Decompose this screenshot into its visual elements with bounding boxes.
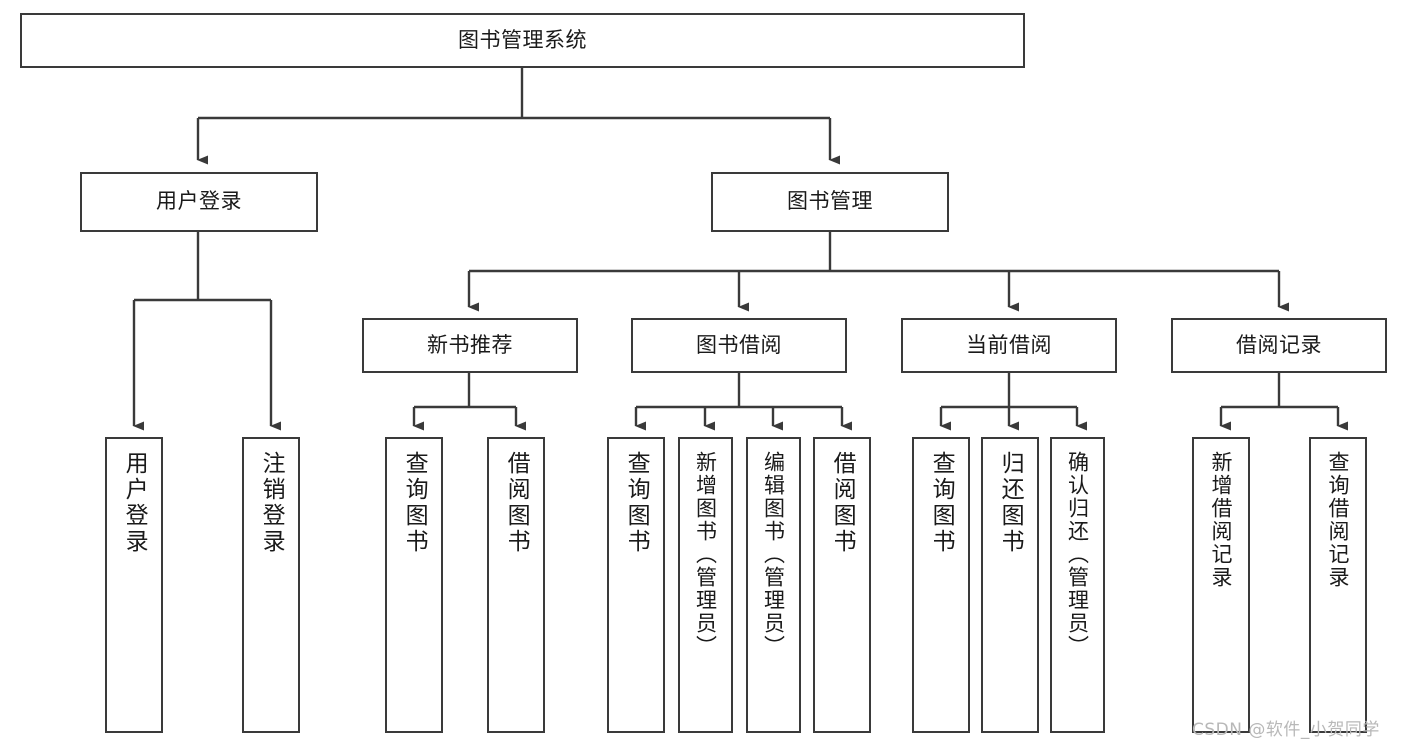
node-leaf-user-logout-label: 注销登录 bbox=[258, 451, 285, 555]
node-user-login[interactable]: 用户登录 bbox=[80, 172, 318, 232]
node-leaf-borrow-add[interactable]: 新增图书（管理员） bbox=[678, 437, 733, 733]
node-new-book-rec[interactable]: 新书推荐 bbox=[362, 318, 578, 373]
node-leaf-borrow-query[interactable]: 查询图书 bbox=[607, 437, 665, 733]
node-user-login-label: 用户登录 bbox=[156, 189, 242, 214]
node-leaf-user-login-label: 用户登录 bbox=[121, 451, 148, 555]
node-book-borrow-label: 图书借阅 bbox=[696, 332, 782, 357]
node-leaf-rec-add-label: 新增借阅记录 bbox=[1209, 451, 1234, 589]
node-book-manage[interactable]: 图书管理 bbox=[711, 172, 949, 232]
node-leaf-cur-confirm-label: 确认归还（管理员） bbox=[1065, 451, 1090, 658]
node-book-manage-label: 图书管理 bbox=[787, 189, 873, 214]
node-leaf-rec-query-label: 查询图书 bbox=[401, 451, 428, 555]
node-current-borrow-label: 当前借阅 bbox=[966, 332, 1052, 357]
node-leaf-rec-borrow[interactable]: 借阅图书 bbox=[487, 437, 545, 733]
node-leaf-rec-query-record[interactable]: 查询借阅记录 bbox=[1309, 437, 1367, 733]
node-borrow-record[interactable]: 借阅记录 bbox=[1171, 318, 1387, 373]
node-borrow-record-label: 借阅记录 bbox=[1236, 332, 1322, 357]
node-leaf-rec-query[interactable]: 查询图书 bbox=[385, 437, 443, 733]
node-leaf-cur-query[interactable]: 查询图书 bbox=[912, 437, 970, 733]
node-leaf-user-login[interactable]: 用户登录 bbox=[105, 437, 163, 733]
node-root[interactable]: 图书管理系统 bbox=[20, 13, 1025, 68]
node-leaf-borrow-lend[interactable]: 借阅图书 bbox=[813, 437, 871, 733]
node-leaf-cur-return-label: 归还图书 bbox=[997, 451, 1024, 555]
node-current-borrow[interactable]: 当前借阅 bbox=[901, 318, 1117, 373]
node-leaf-borrow-lend-label: 借阅图书 bbox=[829, 451, 856, 555]
node-leaf-borrow-query-label: 查询图书 bbox=[623, 451, 650, 555]
node-new-book-rec-label: 新书推荐 bbox=[427, 332, 513, 357]
node-leaf-borrow-add-label: 新增图书（管理员） bbox=[693, 451, 718, 658]
node-leaf-borrow-edit[interactable]: 编辑图书（管理员） bbox=[746, 437, 801, 733]
csdn-watermark: CSDN @软件_小贺同学 bbox=[1192, 720, 1380, 740]
node-root-label: 图书管理系统 bbox=[458, 27, 587, 52]
node-leaf-borrow-edit-label: 编辑图书（管理员） bbox=[761, 451, 786, 658]
node-leaf-cur-query-label: 查询图书 bbox=[928, 451, 955, 555]
node-leaf-user-logout[interactable]: 注销登录 bbox=[242, 437, 300, 733]
node-leaf-rec-query-record-label: 查询借阅记录 bbox=[1326, 451, 1351, 589]
node-leaf-cur-confirm[interactable]: 确认归还（管理员） bbox=[1050, 437, 1105, 733]
node-leaf-rec-borrow-label: 借阅图书 bbox=[503, 451, 530, 555]
node-leaf-cur-return[interactable]: 归还图书 bbox=[981, 437, 1039, 733]
node-leaf-rec-add[interactable]: 新增借阅记录 bbox=[1192, 437, 1250, 733]
node-book-borrow[interactable]: 图书借阅 bbox=[631, 318, 847, 373]
